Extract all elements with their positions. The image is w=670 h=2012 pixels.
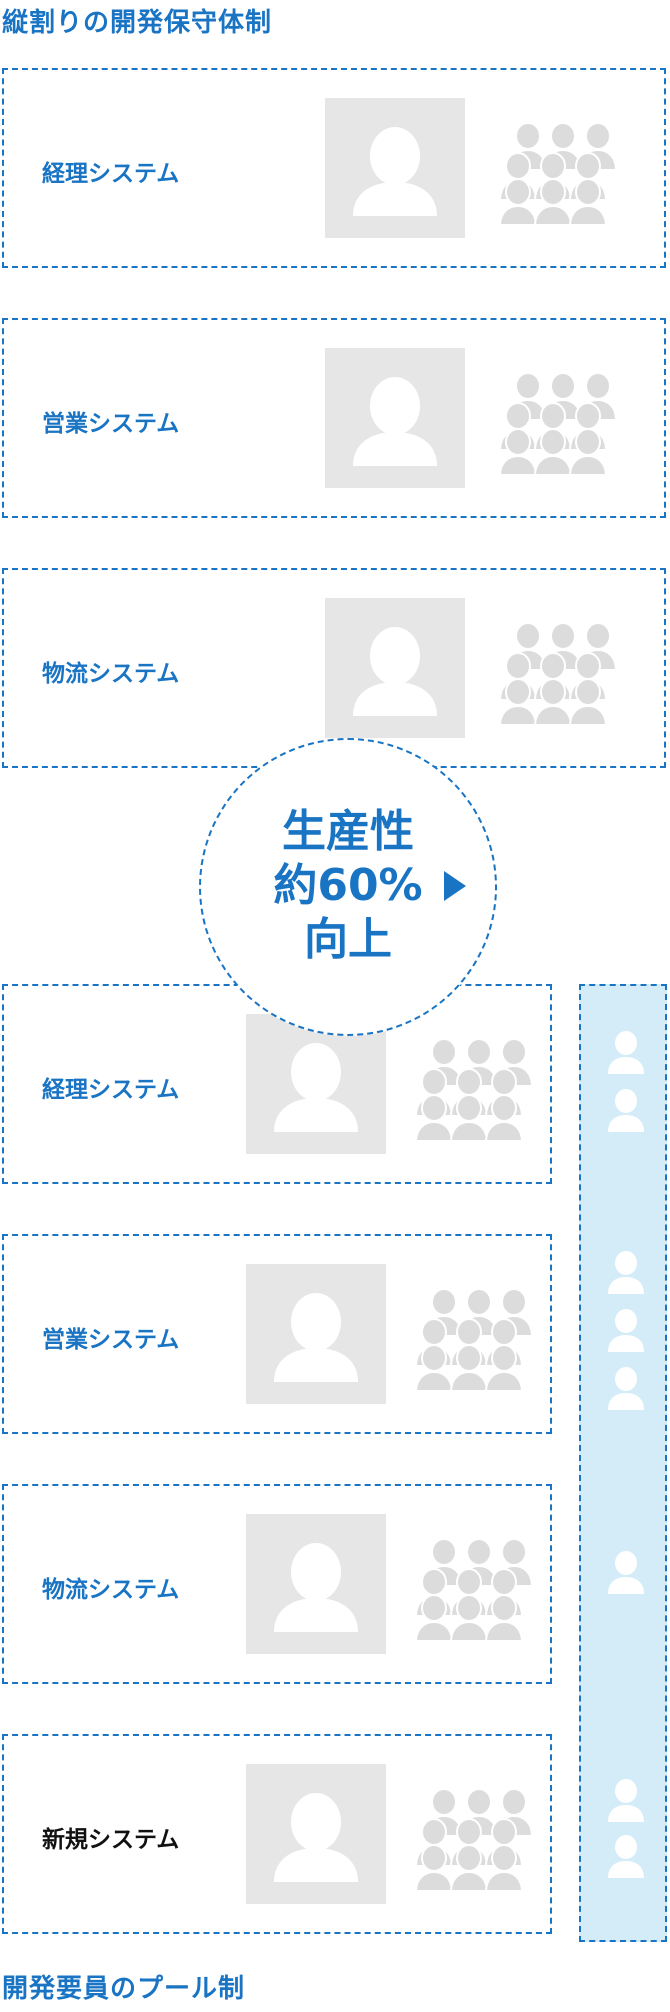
bottom-section-title: 開発要員のプール制 — [2, 1974, 246, 2004]
bottom-system-card-new: 新規システム — [2, 1734, 552, 1934]
team-group-icon — [414, 1030, 544, 1140]
team-group-icon — [414, 1780, 544, 1890]
pool-member-icon — [608, 1551, 644, 1594]
developer-pool-column — [579, 984, 667, 1942]
team-group-icon — [498, 114, 628, 224]
person-silhouette-icon — [353, 627, 437, 716]
bottom-system-card-sales: 営業システム — [2, 1234, 552, 1434]
top-section-title: 縦割りの開発保守体制 — [2, 8, 273, 38]
pool-member-icon — [608, 1835, 644, 1878]
top-system-card-accounting: 経理システム — [2, 68, 666, 268]
system-label: 新規システム — [42, 1827, 180, 1853]
manager-photo-placeholder — [325, 348, 465, 488]
team-group-icon — [498, 364, 628, 474]
manager-photo-placeholder — [246, 1514, 386, 1654]
team-group-icon — [498, 614, 628, 724]
pool-member-icon — [608, 1309, 644, 1352]
person-silhouette-icon — [274, 1293, 358, 1382]
top-system-card-sales: 営業システム — [2, 318, 666, 518]
system-label: 物流システム — [42, 1577, 180, 1603]
system-label: 経理システム — [42, 161, 180, 187]
badge-line-3: 向上 — [304, 914, 392, 965]
team-group-icon — [414, 1280, 544, 1390]
manager-photo-placeholder — [246, 1764, 386, 1904]
person-silhouette-icon — [353, 377, 437, 466]
top-system-card-logistics: 物流システム — [2, 568, 666, 768]
pool-member-icon — [608, 1367, 644, 1410]
pool-member-icon — [608, 1031, 644, 1074]
team-group-icon — [414, 1530, 544, 1640]
manager-photo-placeholder — [246, 1014, 386, 1154]
manager-photo-placeholder — [246, 1264, 386, 1404]
system-label: 営業システム — [42, 411, 180, 437]
system-label: 営業システム — [42, 1327, 180, 1353]
pool-member-icon — [608, 1779, 644, 1822]
system-label: 物流システム — [42, 661, 180, 687]
pool-member-icon — [608, 1089, 644, 1132]
bottom-system-card-logistics: 物流システム — [2, 1484, 552, 1684]
manager-photo-placeholder — [325, 98, 465, 238]
badge-line-2: 約60% — [273, 860, 423, 911]
badge-line-1: 生産性 — [282, 806, 414, 857]
person-silhouette-icon — [353, 127, 437, 216]
system-label: 経理システム — [42, 1077, 180, 1103]
manager-photo-placeholder — [325, 598, 465, 738]
person-silhouette-icon — [274, 1793, 358, 1882]
productivity-badge: 生産性 約60% 向上 — [199, 738, 497, 1036]
play-arrow-icon — [444, 871, 466, 901]
person-silhouette-icon — [274, 1543, 358, 1632]
pool-member-icon — [608, 1251, 644, 1294]
